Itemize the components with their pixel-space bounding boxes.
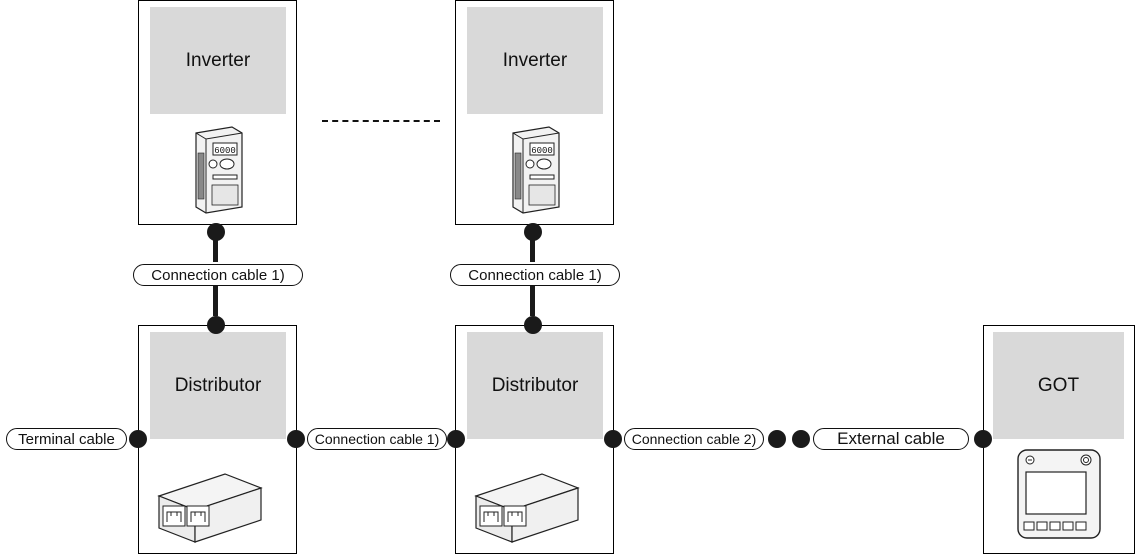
inverter-label-1: Inverter (150, 7, 286, 114)
connector-dot (974, 430, 992, 448)
connector-dot (287, 430, 305, 448)
got-label: GOT (993, 332, 1124, 439)
inverter-box-1: Inverter 6000 (138, 0, 297, 225)
connector-dot (604, 430, 622, 448)
connector-dot (792, 430, 810, 448)
external-cable-label: External cable (813, 428, 969, 450)
connection-cable-2-label: Connection cable 2) (624, 428, 764, 450)
distributor-hub-icon (157, 473, 263, 543)
got-box: GOT (983, 325, 1135, 554)
inverter-device-icon: 6000 (195, 126, 243, 214)
omitted-stations-dashed-line (322, 120, 440, 122)
connector-dot (768, 430, 786, 448)
inverter-device-icon: 6000 (512, 126, 560, 214)
connection-cable-1-label: Connection cable 1) (450, 264, 620, 286)
connector-dot (129, 430, 147, 448)
connector-dot (207, 316, 225, 334)
connection-cable-1-label: Connection cable 1) (307, 428, 447, 450)
distributor-box-2: Distributor (455, 325, 614, 554)
connector-dot (447, 430, 465, 448)
connector-dot (524, 316, 542, 334)
connection-cable-1-label: Connection cable 1) (133, 264, 303, 286)
inverter-box-2: Inverter 6000 (455, 0, 614, 225)
cable-line (530, 232, 535, 262)
cable-line (213, 286, 218, 316)
svg-text:6000: 6000 (531, 146, 553, 156)
cable-line (530, 286, 535, 316)
distributor-label-2: Distributor (467, 332, 603, 439)
svg-text:6000: 6000 (214, 146, 236, 156)
distributor-box-1: Distributor (138, 325, 297, 554)
cable-line (213, 232, 218, 262)
distributor-hub-icon (474, 473, 580, 543)
inverter-label-2: Inverter (467, 7, 603, 114)
distributor-label-1: Distributor (150, 332, 286, 439)
got-panel-icon (1017, 449, 1101, 539)
terminal-cable-label: Terminal cable (6, 428, 127, 450)
